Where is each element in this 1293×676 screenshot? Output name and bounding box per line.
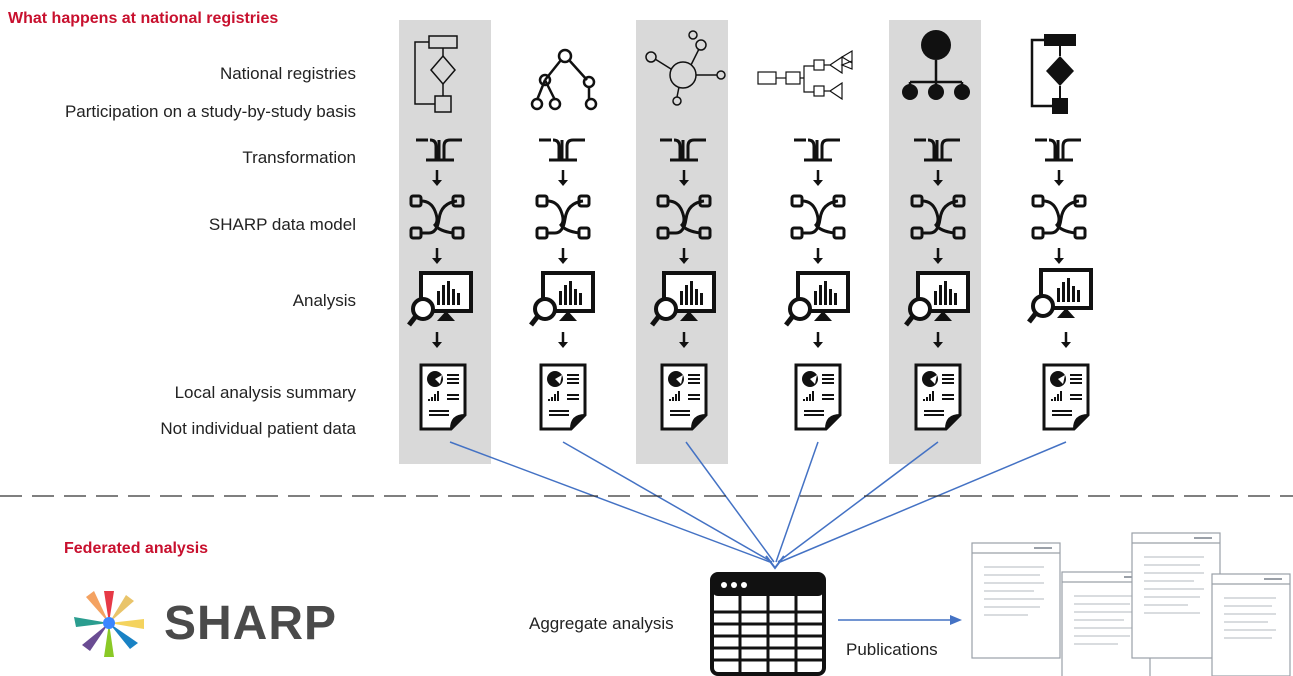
data-model-icon-5 [910, 194, 966, 240]
transformation-icon-3 [658, 138, 708, 162]
arrows-row-3 [430, 330, 1073, 350]
flowchart-icon [414, 35, 458, 113]
report-icon-2 [539, 363, 587, 431]
hierarchy-icon [902, 30, 970, 100]
data-model-icon-1 [409, 194, 465, 240]
report-icon-1 [419, 363, 467, 431]
analysis-icon-6 [1029, 270, 1091, 322]
row-label-transformation: Transformation [242, 148, 356, 167]
row-label-not-patient-data: Not individual patient data [160, 419, 356, 438]
transformation-icon-6 [1033, 138, 1083, 162]
data-model-icon-4 [790, 194, 846, 240]
report-icon-4 [794, 363, 842, 431]
sharp-logo-text: SHARP [164, 596, 338, 650]
row-label-data-model: SHARP data model [208, 215, 356, 234]
sharp-logo-mark-icon [74, 591, 144, 657]
row-label-national-registries: National registries [219, 64, 356, 83]
arrows-row-2 [430, 246, 1066, 266]
publications-documents [971, 532, 1291, 676]
flowchart-filled-icon [1030, 34, 1076, 114]
publications-label: Publications [846, 640, 938, 659]
convergence-arrows [449, 441, 1067, 570]
report-icon-5 [914, 363, 962, 431]
data-model-icon-2 [535, 194, 591, 240]
analysis-icon-4 [786, 273, 848, 325]
hub-network-icon [645, 30, 726, 106]
analysis-icon-3 [652, 273, 714, 325]
analysis-icon-5 [906, 273, 968, 325]
section-title-registries: What happens at national registries [8, 10, 279, 27]
report-icon-3 [660, 363, 708, 431]
data-model-icon-6 [1031, 194, 1087, 240]
sharp-logo: SHARP [64, 583, 337, 663]
transformation-icon-2 [537, 138, 587, 162]
analysis-icon-1 [409, 273, 471, 325]
section-title-federated: Federated analysis [64, 540, 209, 557]
row-label-local-summary: Local analysis summary [174, 383, 356, 402]
transformation-icon-5 [912, 138, 962, 162]
aggregate-analysis-label: Aggregate analysis [529, 614, 674, 633]
row-label-analysis: Analysis [292, 291, 356, 310]
publication-arrow [838, 615, 962, 625]
spreadsheet-icon [710, 572, 826, 676]
tree-network-icon [530, 48, 598, 111]
transformation-icon-1 [414, 138, 464, 162]
transformation-icon-4 [792, 138, 842, 162]
analysis-icon-2 [531, 273, 593, 325]
arrows-row-1 [430, 168, 1066, 188]
report-icon-6 [1042, 363, 1090, 431]
branching-diagram-icon [757, 49, 853, 101]
row-label-participation: Participation on a study-by-study basis [64, 102, 356, 121]
data-model-icon-3 [656, 194, 712, 240]
